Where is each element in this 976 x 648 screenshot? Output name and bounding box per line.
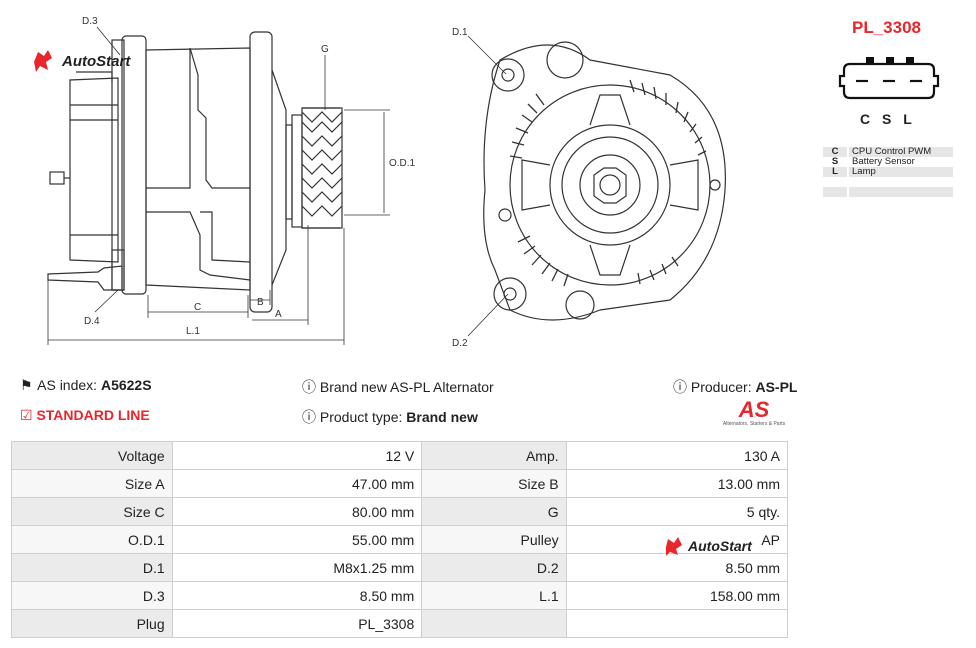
pulley-nut bbox=[593, 167, 627, 204]
cooling-vents bbox=[509, 79, 707, 287]
spec-value: 12 V bbox=[171, 441, 423, 470]
label-d1: D.1 bbox=[452, 27, 468, 38]
label-d2: D.2 bbox=[452, 338, 468, 349]
product-type-value: Brand new bbox=[406, 409, 478, 425]
label-a: A bbox=[275, 309, 282, 320]
product-type-label: Product type: bbox=[319, 409, 403, 425]
pin-name bbox=[848, 187, 953, 197]
producer: ⓘ Producer: AS-PL bbox=[673, 377, 797, 397]
alternator-front-view-drawing: D.1 D.2 bbox=[452, 27, 726, 349]
pin-row: C CPU Control PWM bbox=[823, 147, 953, 157]
table-row: Size C 80.00 mm G 5 qty. bbox=[11, 497, 789, 526]
pin-name: CPU Control PWM bbox=[848, 147, 953, 157]
info-icon: ⓘ bbox=[302, 379, 316, 395]
spec-value: 8.50 mm bbox=[171, 581, 423, 610]
plug-title: PL_3308 bbox=[852, 18, 921, 37]
brand-tagline: Alternators, Starters & Parts bbox=[722, 421, 786, 427]
spec-label: Plug bbox=[11, 609, 173, 638]
tag-icon: ⚑ bbox=[20, 377, 33, 393]
spec-label: Pulley bbox=[421, 525, 567, 554]
spec-value: PL_3308 bbox=[171, 609, 423, 638]
table-row: D.3 8.50 mm L.1 158.00 mm bbox=[11, 581, 789, 610]
info-icon: ⓘ bbox=[673, 379, 687, 395]
table-row: Voltage 12 V Amp. 130 A bbox=[11, 441, 789, 470]
description-text: Brand new AS-PL Alternator bbox=[319, 379, 494, 395]
producer-value: AS-PL bbox=[755, 379, 798, 395]
checkbox-icon: ☑ bbox=[20, 407, 33, 423]
label-d3: D.3 bbox=[82, 16, 98, 27]
label-l1: L.1 bbox=[186, 326, 200, 337]
svg-text:AutoStart: AutoStart bbox=[687, 538, 753, 554]
spec-label: Size C bbox=[11, 497, 173, 526]
autostart-logo: AutoStart bbox=[34, 50, 131, 72]
spec-value: 8.50 mm bbox=[565, 553, 789, 582]
label-d4: D.4 bbox=[84, 316, 100, 327]
spec-value: 47.00 mm bbox=[171, 469, 423, 498]
spec-value: 158.00 mm bbox=[565, 581, 789, 610]
spec-label: O.D.1 bbox=[11, 525, 173, 554]
as-index-value: A5622S bbox=[100, 377, 152, 393]
rear-cover-shape bbox=[69, 77, 119, 263]
pin-name: Lamp bbox=[848, 167, 953, 177]
spec-value: 130 A bbox=[565, 441, 789, 470]
autostart-mark-icon: AutoStart bbox=[666, 537, 753, 556]
as-index-label: AS index: bbox=[37, 377, 98, 393]
spec-label: Size A bbox=[11, 469, 173, 498]
pin-code: C bbox=[823, 147, 849, 157]
table-row: Plug PL_3308 bbox=[11, 609, 789, 638]
pin-row: S Battery Sensor bbox=[823, 157, 953, 167]
spec-label: D.3 bbox=[11, 581, 173, 610]
producer-label: Producer: bbox=[690, 379, 752, 395]
as-index: ⚑ AS index: A5622S bbox=[20, 377, 152, 394]
pulley-grooves bbox=[301, 107, 343, 229]
pin-name: Battery Sensor bbox=[852, 156, 915, 167]
spec-value: M8x1.25 mm bbox=[171, 553, 423, 582]
pin-row bbox=[823, 177, 953, 187]
standard-line-badge: ☑ STANDARD LINE bbox=[20, 407, 150, 424]
spec-value bbox=[565, 609, 789, 638]
table-row: D.1 M8x1.25 mm D.2 8.50 mm bbox=[11, 553, 789, 582]
spec-label: D.1 bbox=[11, 553, 173, 582]
brand-logo-text: AS bbox=[738, 397, 770, 422]
plug-pin-letters: C S L bbox=[860, 111, 916, 127]
as-pl-brand-logo: AS Alternators, Starters & Parts bbox=[716, 397, 792, 428]
spec-value: 5 qty. bbox=[565, 497, 789, 526]
spec-value: 55.00 mm bbox=[171, 525, 423, 554]
autostart-watermark-logo: AutoStart bbox=[664, 533, 774, 562]
spec-label: Amp. bbox=[421, 441, 567, 470]
plug-pin-table: C CPU Control PWM S Battery Sensor L Lam… bbox=[823, 147, 953, 197]
pin-row: L Lamp bbox=[823, 167, 953, 177]
pin-name bbox=[848, 177, 953, 187]
spec-label: G bbox=[421, 497, 567, 526]
info-icon: ⓘ bbox=[302, 409, 316, 425]
pin-code: L bbox=[823, 167, 849, 177]
label-od1: O.D.1 bbox=[389, 158, 416, 169]
pin-code: S bbox=[823, 157, 849, 167]
product-description: ⓘ Brand new AS-PL Alternator bbox=[302, 377, 494, 397]
spec-label: Size B bbox=[421, 469, 567, 498]
spec-value: 80.00 mm bbox=[171, 497, 423, 526]
spec-value: 13.00 mm bbox=[565, 469, 789, 498]
label-b: B bbox=[257, 297, 264, 308]
plug-connector-icon bbox=[838, 57, 940, 100]
svg-text:AutoStart: AutoStart bbox=[61, 53, 131, 70]
alternator-side-view-drawing: D.3 G O.D.1 D.4 B C A L.1 AutoStart bbox=[34, 16, 416, 345]
spec-label: L.1 bbox=[421, 581, 567, 610]
product-type: ⓘ Product type: Brand new bbox=[302, 407, 478, 427]
spec-label: D.2 bbox=[421, 553, 567, 582]
spec-table: Voltage 12 V Amp. 130 A Size A 47.00 mm … bbox=[11, 441, 789, 638]
pin-row bbox=[823, 187, 953, 197]
label-c: C bbox=[194, 302, 201, 313]
front-housing-outline bbox=[483, 44, 726, 321]
front-flange-shape bbox=[249, 31, 273, 313]
spec-label: Voltage bbox=[11, 441, 173, 470]
spec-label bbox=[421, 609, 567, 638]
label-g: G bbox=[321, 44, 329, 55]
pin-code bbox=[823, 187, 849, 197]
rotor-outer-ring bbox=[509, 84, 711, 286]
standard-line-text: STANDARD LINE bbox=[36, 407, 150, 423]
table-row: Size A 47.00 mm Size B 13.00 mm bbox=[11, 469, 789, 498]
pin-code bbox=[823, 177, 849, 187]
